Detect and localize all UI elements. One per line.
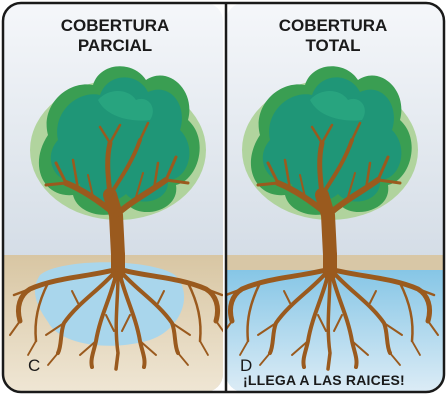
title-partial-line2: PARCIAL (77, 36, 153, 55)
title-total: COBERTURA TOTAL (228, 16, 438, 56)
title-total-line2: TOTAL (305, 36, 361, 55)
title-partial-line1: COBERTURA (60, 16, 170, 35)
title-total-line1: COBERTURA (278, 16, 388, 35)
title-partial: COBERTURA PARCIAL (10, 16, 220, 56)
water-partial (34, 262, 185, 346)
panel-letter-c: C (28, 356, 41, 375)
caption-reaches-roots: ¡LLEGA A LAS RAICES! (243, 372, 405, 388)
panel-total (226, 3, 444, 392)
panel-partial (3, 3, 223, 392)
panel-letter-d: D (240, 356, 253, 375)
